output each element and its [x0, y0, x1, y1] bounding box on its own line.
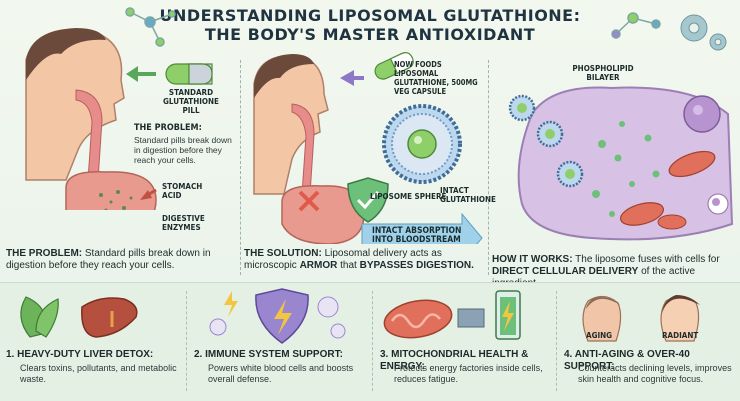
liver-icon — [81, 297, 138, 338]
solution-caption-text: Liposomal delivery acts as microscopic — [244, 248, 442, 271]
benefit-divider-2 — [372, 291, 374, 391]
benefit-title-2: 2. IMMUNE SYSTEM SUPPORT: — [194, 349, 343, 360]
mitochondria-energy-icons — [383, 290, 521, 340]
sphere-label: LIPOSOME SPHERE — [370, 192, 447, 201]
engine-icon — [457, 308, 485, 328]
solution-illustration — [253, 52, 483, 244]
pill-label: STANDARD GLUTATHIONE PILL — [163, 88, 219, 115]
bilayer-label: PHOSPHOLIPID BILAYER — [572, 64, 634, 82]
digestive-enzymes-label: DIGESTIVE ENZYMES — [162, 214, 205, 232]
aging-face-icon — [582, 295, 622, 342]
absorption-label: INTACT ABSORPTION INTO BLOODSTREAM — [372, 226, 462, 245]
anti-aging-icons — [582, 295, 700, 342]
solution-caption-armor: ARMOR — [299, 260, 338, 271]
solution-caption-bold: THE SOLUTION: — [244, 248, 322, 259]
radiant-label: RADIANT — [662, 331, 699, 340]
page-title: UNDERSTANDING LIPOSOMAL GLUTATHIONE: THE… — [0, 6, 740, 44]
how-caption-text: The liposome fuses with cells for — [575, 254, 720, 265]
benefit-title-1: 1. HEAVY-DUTY LIVER DETOX: — [6, 349, 154, 360]
problem-illustration — [25, 28, 213, 210]
problem-heading: THE PROBLEM: — [134, 123, 202, 133]
panel-how-it-works: PHOSPHOLIPID BILAYER HOW IT WORKS: The l… — [492, 54, 734, 289]
benefit-divider-3 — [556, 291, 558, 391]
capsule-label: NOW FOODS LIPOSOMAL GLUTATHIONE, 500mg V… — [394, 60, 478, 96]
how-caption-bold: HOW IT WORKS: — [492, 254, 573, 265]
molecule-icon-right — [611, 12, 661, 39]
solution-caption: THE SOLUTION: Liposomal delivery acts as… — [244, 248, 484, 272]
title-line-1: UNDERSTANDING LIPOSOMAL GLUTATHIONE: — [159, 6, 581, 25]
panel-solution: NOW FOODS LIPOSOMAL GLUTATHIONE, 500mg V… — [244, 52, 496, 276]
problem-text: Standard pills break down in digestion b… — [134, 135, 232, 165]
benefit-title-3: 3. MITOCHONDRIAL HEALTH & ENERGY: — [380, 349, 529, 372]
standard-pill-icon — [165, 63, 213, 85]
intact-glutathione-label: INTACT GLUTATHIONE — [440, 186, 496, 204]
liver-detox-icons — [20, 296, 138, 338]
benefit-card-immune: 2. IMMUNE SYSTEM SUPPORT: Powers white b… — [188, 283, 373, 401]
benefits-strip: 1. HEAVY-DUTY LIVER DETOX: Clears toxins… — [0, 282, 740, 401]
panel-divider-1 — [240, 60, 242, 275]
immune-icons — [209, 288, 346, 344]
stomach-acid-label: STOMACH ACID — [162, 182, 203, 200]
mitochondrion-icon — [383, 299, 453, 339]
gear-icon — [680, 14, 727, 51]
lightning-icon — [274, 299, 292, 335]
title-line-2: THE BODY'S MASTER ANTIOXIDANT — [204, 25, 536, 44]
benefit-desc-1: Clears toxins, pollutants, and metabolic… — [20, 363, 177, 384]
mitochondria-icon — [619, 150, 716, 230]
benefit-card-liver: 1. HEAVY-DUTY LIVER DETOX: Clears toxins… — [0, 283, 185, 401]
how-caption-bold-2: DIRECT CELLULAR DELIVERY — [492, 266, 639, 277]
problem-caption-text: Standard pills break down in digestion b… — [6, 248, 211, 271]
molecule-icon-left — [125, 7, 176, 47]
benefit-desc-3: Protects energy factories inside cells, … — [394, 363, 543, 384]
blocked-x-icon — [298, 190, 320, 212]
benefit-card-anti-aging: AGING RADIANT 4. ANTI-AGING & OVER-40 SU… — [558, 283, 740, 401]
benefit-desc-2: Powers white blood cells and boosts over… — [208, 363, 354, 384]
liposome-sphere-icon — [382, 104, 462, 184]
problem-caption: THE PROBLEM: Standard pills break down i… — [6, 248, 234, 272]
benefit-desc-4: Counteracts declining levels, improves s… — [578, 363, 732, 384]
cell-illustration — [508, 86, 734, 241]
aging-label: AGING — [586, 331, 613, 340]
solution-caption-bypass: BYPASSES DIGESTION. — [359, 260, 474, 271]
panel-divider-2 — [488, 60, 490, 275]
benefit-title-4: 4. ANTI-AGING & OVER-40 SUPPORT: — [564, 349, 690, 372]
capsule-icon — [374, 52, 414, 80]
solution-caption-that: that — [340, 260, 357, 271]
problem-caption-bold: THE PROBLEM: — [6, 248, 83, 259]
benefit-card-mitochondria: 3. MITOCHONDRIAL HEALTH & ENERGY: Protec… — [374, 283, 559, 401]
benefit-divider-1 — [186, 291, 188, 391]
shield-check-icon — [347, 177, 389, 223]
panel-problem: STANDARD GLUTATHIONE PILL THE PROBLEM: S… — [6, 28, 236, 276]
